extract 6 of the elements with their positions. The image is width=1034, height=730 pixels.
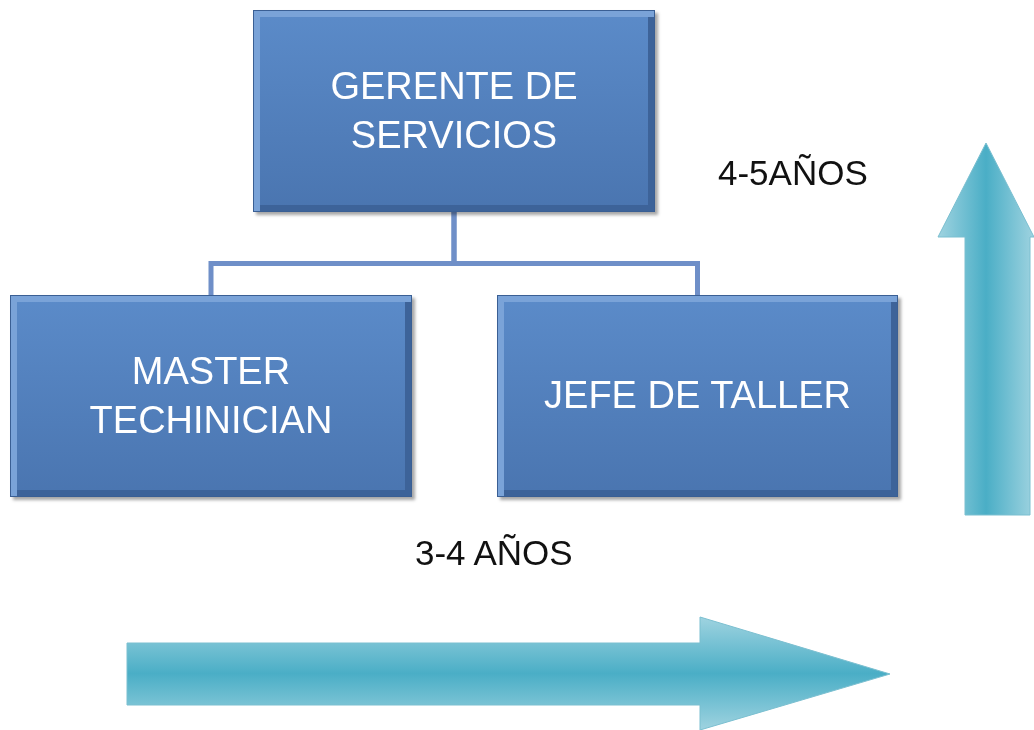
position-box: GERENTE DE SERVICIOS	[253, 10, 655, 212]
position-box: MASTER TECHINICIAN	[10, 295, 412, 497]
duration-label: 3-4 AÑOS	[415, 533, 573, 573]
position-box: JEFE DE TALLER	[497, 295, 898, 497]
duration-label: 4-5AÑOS	[718, 153, 868, 193]
connector-line	[451, 212, 700, 295]
